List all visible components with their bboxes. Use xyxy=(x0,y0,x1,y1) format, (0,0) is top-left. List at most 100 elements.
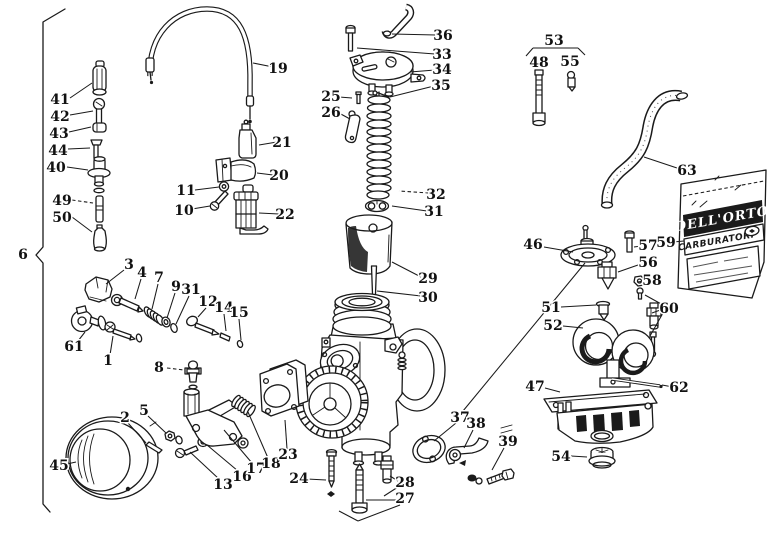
leader-line-35 xyxy=(389,85,435,98)
carburetor-body xyxy=(295,292,446,466)
part-label-26: 26 xyxy=(321,105,340,121)
part-label-51: 51 xyxy=(541,300,560,316)
part-label-31: 31 xyxy=(424,204,443,220)
floats-52 xyxy=(572,318,655,388)
part-label-43: 43 xyxy=(49,126,68,142)
part-label-11: 11 xyxy=(176,183,195,199)
drain-plug-54 xyxy=(588,446,616,469)
spare-parts-bag: DELL'ORTO CARBURATORI xyxy=(673,169,770,299)
leader-line-12 xyxy=(197,307,207,318)
part-label-41: 41 xyxy=(50,92,69,108)
screw-27 xyxy=(351,463,368,514)
leader-line-45 xyxy=(66,461,77,465)
leader-line-23 xyxy=(284,419,288,450)
part-label-13: 13 xyxy=(213,477,232,493)
leader-line-60 xyxy=(649,312,664,337)
leader-line-60 xyxy=(644,294,664,306)
top-cover-34 xyxy=(349,51,426,97)
cable-adjuster xyxy=(238,119,257,159)
leader-line-31 xyxy=(391,205,428,212)
part-label-31: 31 xyxy=(181,282,200,298)
leader-line-59 xyxy=(672,240,685,243)
leader-line-14 xyxy=(223,313,227,332)
leader-line-60 xyxy=(651,308,664,314)
nut-5 xyxy=(164,430,183,445)
part-label-49: 49 xyxy=(52,193,71,209)
part-label-59: 59 xyxy=(656,235,675,251)
cover-screw-33 xyxy=(345,24,356,52)
part-label-46: 46 xyxy=(523,237,542,253)
part-label-19: 19 xyxy=(268,61,287,77)
lever-assembly-17 xyxy=(183,388,249,449)
leader-line-43 xyxy=(68,126,92,133)
part-label-24: 24 xyxy=(289,471,309,487)
drain-oring xyxy=(590,429,614,443)
part-label-54: 54 xyxy=(551,449,571,465)
leader-line-22 xyxy=(258,212,280,215)
leader-line-51 xyxy=(560,304,597,308)
lever-38 xyxy=(445,437,489,466)
nut-55 xyxy=(566,70,576,92)
part-label-17: 17 xyxy=(246,461,265,477)
pin-2 xyxy=(145,441,163,454)
leader-line-50 xyxy=(71,216,93,233)
leader-line-58 xyxy=(636,280,646,283)
part-label-23: 23 xyxy=(278,447,297,463)
leader-line-27 xyxy=(338,510,359,522)
leader-line-24 xyxy=(306,478,327,481)
float-valve-seat-46 xyxy=(560,224,616,267)
part-label-4: 4 xyxy=(137,265,147,281)
leader-line-52 xyxy=(562,325,584,329)
part-label-1: 1 xyxy=(103,353,113,369)
leader-line-15 xyxy=(238,318,242,341)
part-label-38: 38 xyxy=(466,416,485,432)
leader-line-4 xyxy=(134,278,142,300)
leader-line-8 xyxy=(166,367,185,371)
part-label-32: 32 xyxy=(426,187,445,203)
part-label-3: 3 xyxy=(124,257,134,273)
float-pivot-pin-62 xyxy=(611,377,663,389)
leader-line-53 xyxy=(525,47,534,57)
part-label-60: 60 xyxy=(659,301,679,317)
jet-28 xyxy=(380,455,394,484)
parts-column-left xyxy=(87,60,111,252)
fuel-hose-63 xyxy=(600,89,689,209)
leader-line-26 xyxy=(338,112,351,120)
leader-line-25 xyxy=(338,96,353,99)
part-label-52: 52 xyxy=(543,318,562,334)
clip-26 xyxy=(344,110,361,144)
leader-line-33 xyxy=(356,47,436,55)
leader-line-37 xyxy=(462,262,586,412)
part-label-58: 58 xyxy=(642,273,661,289)
bolt-48 xyxy=(532,69,546,127)
part-label-63: 63 xyxy=(677,163,696,179)
part-label-2: 2 xyxy=(120,410,130,426)
leader-line-28 xyxy=(383,486,399,497)
part-label-14: 14 xyxy=(214,300,234,316)
needle-valve-56 xyxy=(597,261,617,290)
part-label-12: 12 xyxy=(198,294,217,310)
part-label-36: 36 xyxy=(433,28,452,44)
mixture-screw-set xyxy=(70,276,244,349)
leader-line-17 xyxy=(223,429,253,464)
part-label-42: 42 xyxy=(50,109,69,125)
leader-line-20 xyxy=(256,172,274,176)
leader-line-29 xyxy=(391,261,422,278)
leader-line-39 xyxy=(491,447,505,471)
part-label-34: 34 xyxy=(432,62,452,78)
leader-line-32 xyxy=(398,190,430,194)
part-label-50: 50 xyxy=(52,210,72,226)
needle-retainer-31 xyxy=(364,199,390,213)
leader-line-44 xyxy=(67,147,91,150)
choke-plunger-22 xyxy=(233,184,269,235)
leader-line-49 xyxy=(71,199,94,204)
leader-line-42 xyxy=(69,110,94,116)
leader-lines xyxy=(66,33,685,522)
part-label-5: 5 xyxy=(139,403,149,419)
leader-line-9 xyxy=(166,292,176,319)
leader-line-10 xyxy=(191,205,211,210)
leader-line-57 xyxy=(633,245,642,248)
washer-11 xyxy=(218,181,230,192)
